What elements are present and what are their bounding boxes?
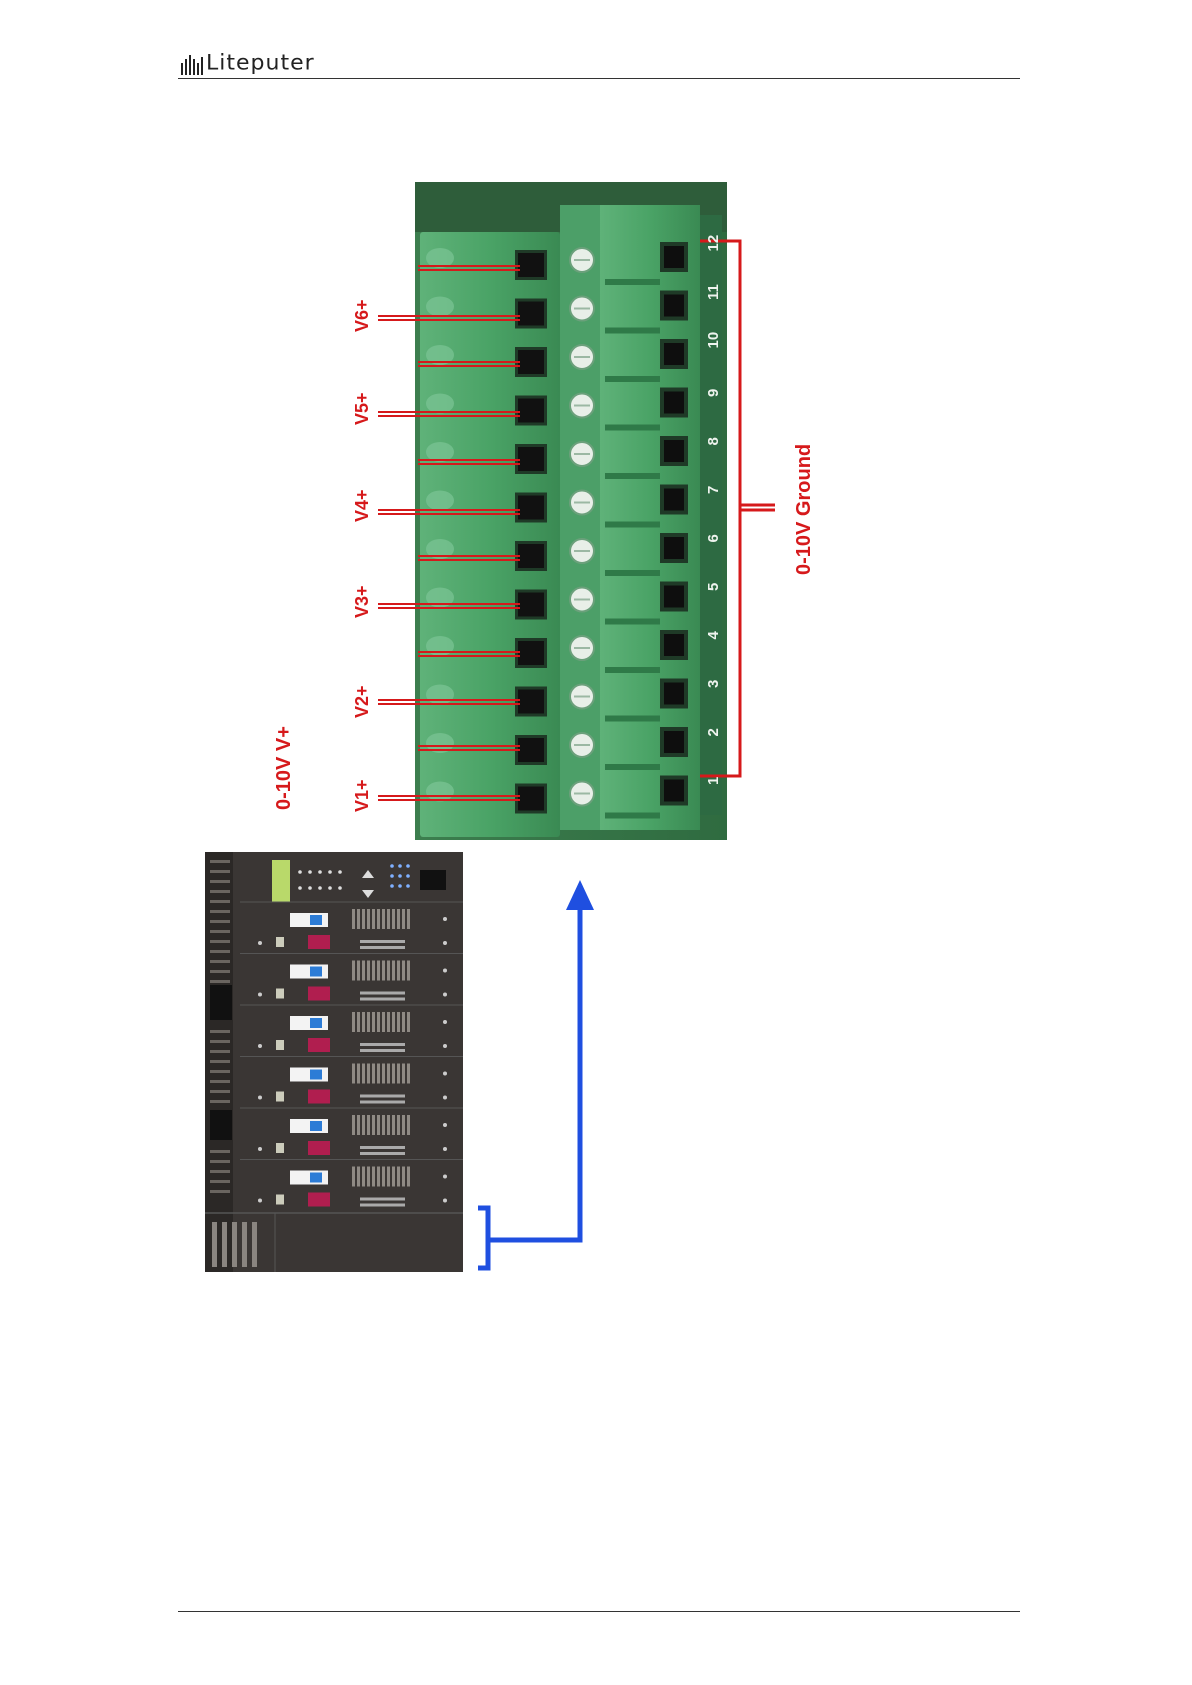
channel-label: V6+ <box>352 299 372 332</box>
channel-label: V5+ <box>352 392 372 425</box>
channel-label: V3+ <box>352 585 372 618</box>
terminal-number: 12 <box>705 235 722 252</box>
channel-labels: V1+ V2+ V3+ V4+ V5+ V6+ <box>352 299 372 812</box>
voltage-group-label: 0-10V V+ <box>273 726 295 810</box>
terminal-number: 10 <box>705 332 722 349</box>
terminal-number: 1 <box>705 777 722 785</box>
channel-label: V4+ <box>352 489 372 522</box>
terminal-number: 9 <box>705 389 722 397</box>
channel-label: V1+ <box>352 779 372 812</box>
terminal-number: 6 <box>705 534 722 542</box>
arrow-head-icon <box>566 880 594 910</box>
footer-divider <box>178 1611 1020 1612</box>
terminal-number: 8 <box>705 437 722 445</box>
connection-arrow <box>478 880 594 1268</box>
terminal-number: 7 <box>705 486 722 494</box>
terminal-number: 4 <box>705 631 722 640</box>
terminal-number: 3 <box>705 680 722 688</box>
terminal-number: 11 <box>705 284 722 300</box>
terminal-number: 2 <box>705 728 722 736</box>
channel-label: V2+ <box>352 685 372 718</box>
dimmer-rack-device <box>205 852 463 1272</box>
terminal-number: 5 <box>705 583 722 591</box>
ground-label: 0-10V Ground <box>793 444 815 575</box>
